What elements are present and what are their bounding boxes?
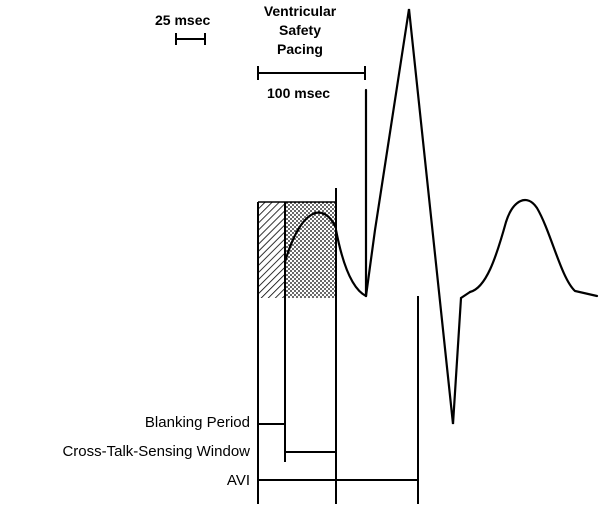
scale-label: 25 msec <box>155 12 210 28</box>
cross-talk-window-shading <box>285 202 336 298</box>
safety-pacing-line1: Ventricular <box>264 3 337 19</box>
ecg-waveform <box>283 8 599 425</box>
timing-intervals <box>258 423 418 481</box>
cross-talk-window-label: Cross-Talk-Sensing Window <box>62 443 250 460</box>
duration-bracket <box>257 66 366 80</box>
blanking-period-shading <box>258 202 285 298</box>
safety-pacing-line3: Pacing <box>277 41 323 57</box>
duration-label: 100 msec <box>267 85 330 101</box>
avi-label: AVI <box>227 472 250 489</box>
safety-pacing-line2: Safety <box>279 22 321 38</box>
blanking-period-label: Blanking Period <box>145 414 250 431</box>
safety-pacing-title: Ventricular Safety Pacing <box>264 3 337 57</box>
scale-bar <box>175 33 206 45</box>
